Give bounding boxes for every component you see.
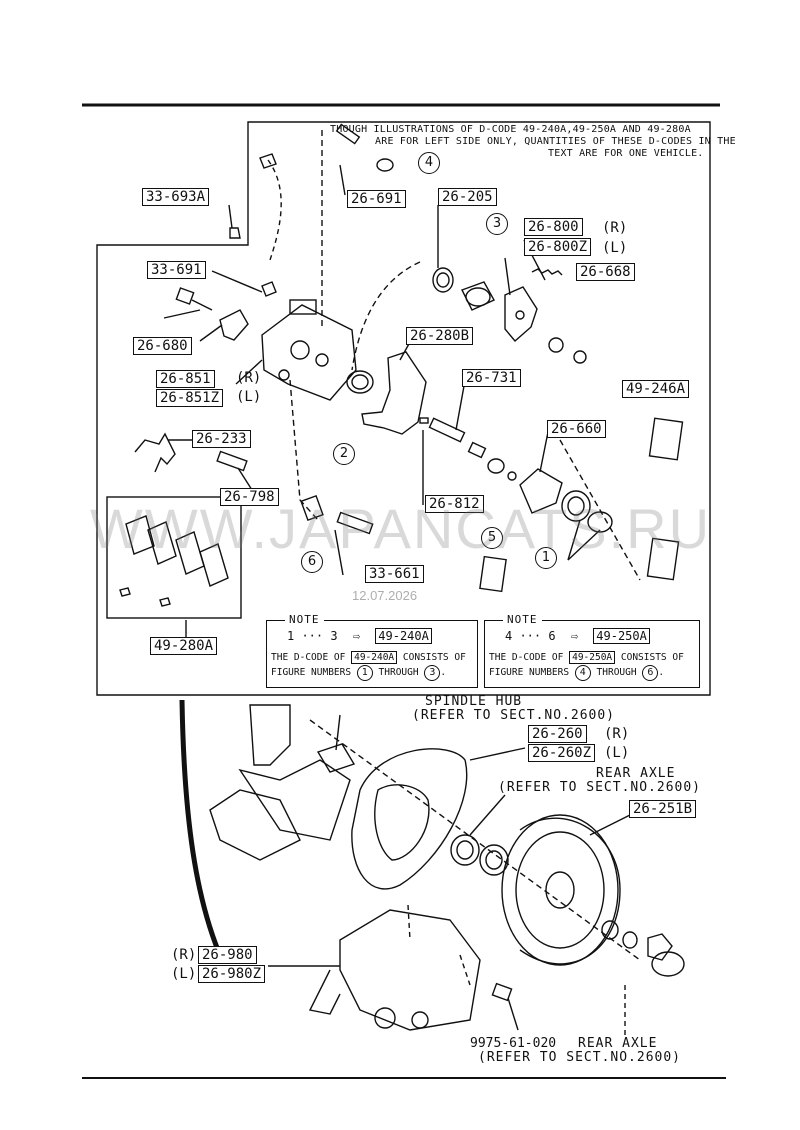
side-l-26-851Z: (L)	[236, 389, 262, 405]
note-box-left: NOTE 1 ··· 3 ⇨ 49-240A THE D-CODE OF 49-…	[266, 613, 478, 688]
part-label-9975-61-020: 9975-61-020	[470, 1036, 557, 1051]
part-label-26-691: 26-691	[347, 190, 406, 208]
note-box-right: NOTE 4 ··· 6 ⇨ 49-250A THE D-CODE OF 49-…	[484, 613, 700, 688]
part-label-26-260: 26-260	[528, 725, 587, 743]
part-label-26-980: 26-980	[198, 946, 257, 964]
caption-rear-axle-1: REAR AXLE	[596, 766, 676, 781]
side-l-26-800Z: (L)	[602, 240, 628, 256]
part-label-26-660: 26-660	[547, 420, 606, 438]
note-left-text-d: THROUGH	[378, 667, 419, 678]
note-right-range: 4 ··· 6	[505, 629, 556, 643]
side-l-26-260Z: (L)	[604, 745, 630, 761]
part-label-26-800: 26-800	[524, 218, 583, 236]
side-r-26-800: (R)	[602, 220, 628, 236]
note-left-arrow: ⇨	[352, 629, 361, 643]
figure-number-5: 5	[481, 527, 503, 549]
part-label-26-851Z: 26-851Z	[156, 389, 224, 407]
part-label-26-812: 26-812	[425, 495, 484, 513]
note-left-range: 1 ··· 3	[287, 629, 338, 643]
header-note-line-3: TEXT ARE FOR ONE VEHICLE.	[548, 148, 704, 159]
watermark: WWW.JAPANCATS.RU	[90, 497, 712, 560]
caliper-bracket	[361, 351, 427, 435]
part-label-26-233: 26-233	[192, 430, 251, 448]
part-label-49-246A: 49-246A	[622, 380, 690, 398]
part-label-33-661: 33-661	[365, 565, 424, 583]
note-right-to: 6	[642, 665, 659, 681]
caliper-lower	[339, 909, 481, 1031]
brake-disc	[501, 814, 619, 966]
caliper-body-upper	[261, 304, 357, 401]
backing-plate	[351, 748, 468, 890]
note-left-from: 1	[356, 665, 373, 681]
header-note-line-2: ARE FOR LEFT SIDE ONLY, QUANTITIES OF TH…	[375, 136, 736, 147]
caption-rear-axle-1-ref: (REFER TO SECT.NO.2600)	[498, 780, 702, 795]
note-right-text-d: THROUGH	[596, 667, 637, 678]
part-label-26-205: 26-205	[438, 188, 497, 206]
note-left-code: 49-240A	[375, 628, 432, 644]
part-label-33-691: 33-691	[147, 261, 206, 279]
note-left-text-a: THE D-CODE OF	[271, 652, 346, 663]
figure-number-2: 2	[333, 443, 355, 465]
side-r-26-260: (R)	[604, 726, 630, 742]
note-left-text-c: FIGURE NUMBERS	[271, 667, 352, 678]
part-label-33-693A: 33-693A	[142, 188, 210, 206]
side-l-26-980Z: (L)	[171, 966, 197, 982]
part-label-26-280B: 26-280B	[406, 327, 474, 345]
figure-number-1: 1	[535, 547, 557, 569]
part-label-26-251B: 26-251B	[629, 800, 697, 818]
note-right-code: 49-250A	[593, 628, 650, 644]
note-right-code-inline: 49-250A	[569, 651, 616, 664]
date-stamp: 12.07.2026	[352, 588, 418, 603]
pad-set-box	[106, 496, 242, 619]
part-label-26-668: 26-668	[576, 263, 635, 281]
figure-number-3: 3	[486, 213, 508, 235]
part-label-26-731: 26-731	[462, 369, 521, 387]
note-right-text-a: THE D-CODE OF	[489, 652, 564, 663]
note-right-text-b: CONSISTS OF	[620, 652, 684, 663]
part-label-49-280A: 49-280A	[150, 637, 218, 655]
caption-rear-axle-2: REAR AXLE	[578, 1036, 658, 1051]
note-right-from: 4	[574, 665, 591, 681]
side-r-26-980: (R)	[171, 947, 197, 963]
part-label-26-800Z: 26-800Z	[524, 238, 592, 256]
figure-number-6: 6	[301, 551, 323, 573]
figure-number-4: 4	[418, 152, 440, 174]
part-label-26-798: 26-798	[220, 488, 279, 506]
note-left-to: 3	[424, 665, 441, 681]
part-label-26-260Z: 26-260Z	[528, 744, 596, 762]
frame-border	[96, 121, 711, 696]
note-title-right: NOTE	[503, 613, 542, 626]
note-right-arrow: ⇨	[570, 629, 579, 643]
caption-rear-axle-2-ref: (REFER TO SECT.NO.2600)	[478, 1050, 682, 1065]
caption-spindle-hub: SPINDLE HUB	[425, 694, 523, 709]
note-right-text-c: FIGURE NUMBERS	[489, 667, 570, 678]
part-label-26-980Z: 26-980Z	[198, 965, 266, 983]
part-label-26-851: 26-851	[156, 370, 215, 388]
side-r-26-851: (R)	[236, 370, 262, 386]
note-left-code-inline: 49-240A	[351, 651, 398, 664]
caption-spindle-ref: (REFER TO SECT.NO.2600)	[412, 708, 616, 723]
part-label-26-680: 26-680	[133, 337, 192, 355]
note-left-text-b: CONSISTS OF	[402, 652, 466, 663]
note-title-left: NOTE	[285, 613, 324, 626]
header-note-line-1: THOUGH ILLUSTRATIONS OF D-CODE 49-240A,4…	[330, 124, 691, 135]
